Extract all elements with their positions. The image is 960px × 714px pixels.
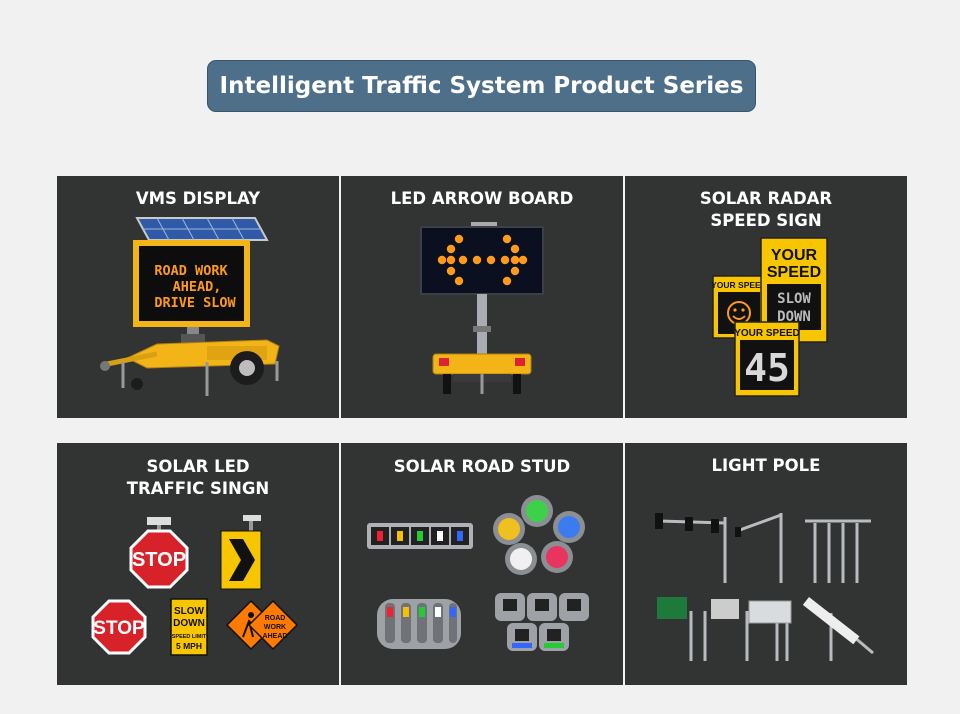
- panel-title: SOLAR RADAR SPEED SIGN: [699, 189, 833, 230]
- radar-slow-label: SLOW: [777, 291, 811, 307]
- down-label: DOWN: [173, 618, 205, 629]
- radar-speed-value: 45: [744, 346, 790, 390]
- panel-title: SOLAR ROAD STUD: [393, 457, 571, 476]
- panel-title: LED ARROW BOARD: [390, 189, 574, 208]
- panel-title: VMS DISPLAY: [135, 189, 261, 208]
- vms-trailer-image: ROAD WORK AHEAD, DRIVE SLOW: [100, 217, 280, 396]
- arrow-board-trailer-image: [420, 222, 544, 394]
- panel-light-pole[interactable]: LIGHT POLE: [625, 443, 907, 685]
- stop-sign-icon: [91, 599, 147, 655]
- vms-line-1: ROAD WORK: [154, 263, 228, 279]
- radar-small-label: YOUR SPEED: [711, 280, 767, 290]
- stop-sign-icon: [129, 529, 189, 589]
- radar-down-label: DOWN: [777, 309, 811, 325]
- ahead-label: AHEAD: [263, 633, 288, 640]
- vms-line-2: AHEAD,: [173, 279, 222, 295]
- panel-led-arrow-board[interactable]: LED ARROW BOARD: [341, 176, 623, 418]
- led-traffic-signs-image: STOP STOP SLOW DOWN SPEED LIMIT 5 MPH RO…: [91, 515, 299, 656]
- slow-label: SLOW: [174, 606, 205, 617]
- road-studs-image: [367, 495, 589, 651]
- panel-title: LIGHT POLE: [711, 456, 821, 475]
- panel-vms-display[interactable]: VMS DISPLAY ROAD WORK AHEAD, DRIVE SLOW: [57, 176, 339, 418]
- panel-solar-radar-speed-sign[interactable]: SOLAR RADAR SPEED SIGN YOUR SPEED YOUR S…: [625, 176, 907, 418]
- radar-speed-label: SPEED: [767, 264, 821, 281]
- panel-title: SOLAR LED TRAFFIC SINGN: [126, 457, 270, 498]
- mph-label: 5 MPH: [176, 641, 202, 651]
- page-title: Intelligent Traffic System Product Serie…: [207, 60, 756, 112]
- radar-your-label: YOUR: [771, 247, 818, 264]
- stop-label-2: STOP: [93, 618, 145, 639]
- stop-label-1: STOP: [132, 549, 186, 571]
- panel-solar-road-stud[interactable]: SOLAR ROAD STUD: [341, 443, 623, 685]
- radar-speed-signs-image: YOUR SPEED YOUR SPEED SLOW DOWN YOUR SPE…: [711, 237, 828, 397]
- road-label: ROAD: [265, 615, 286, 622]
- vms-line-3: DRIVE SLOW: [154, 295, 236, 311]
- panel-solar-led-traffic-sign[interactable]: SOLAR LED TRAFFIC SINGN STOP STOP SLOW D…: [57, 443, 339, 685]
- light-poles-image: [655, 513, 874, 661]
- radar-front-label: YOUR SPEED: [734, 328, 800, 339]
- speed-limit-label: SPEED LIMIT: [172, 634, 207, 640]
- work-label: WORK: [264, 624, 286, 631]
